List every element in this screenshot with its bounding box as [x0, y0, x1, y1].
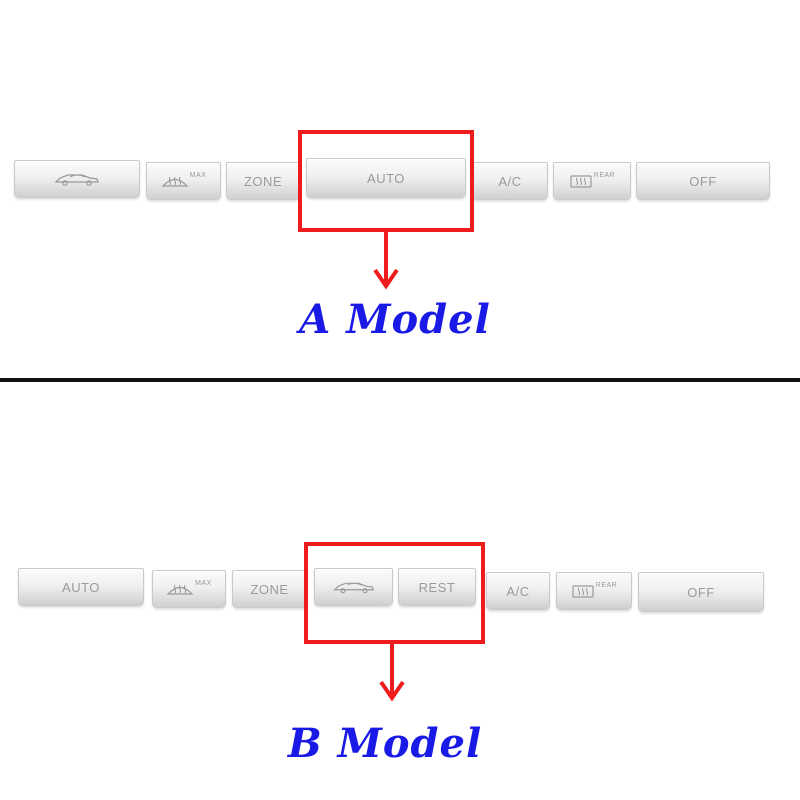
rear-label: REAR — [595, 582, 618, 589]
model-a-label: A Model — [299, 296, 491, 343]
max-label: MAX — [189, 172, 207, 179]
off-label: OFF — [687, 584, 715, 600]
zone-label: ZONE — [243, 173, 283, 189]
model-a-panel: MAX ZONE AUTO A/C REAR OFF — [0, 0, 800, 378]
highlight-box — [304, 542, 485, 644]
car-recirculation-button[interactable] — [314, 568, 393, 606]
zone-label: ZONE — [250, 581, 289, 597]
rear-defrost-icon — [569, 173, 593, 189]
down-arrow-icon — [373, 230, 399, 290]
rest-button[interactable]: REST — [398, 568, 476, 606]
ac-button[interactable]: A/C — [486, 572, 550, 610]
rest-label: REST — [418, 579, 456, 595]
car-icon — [331, 579, 377, 595]
windshield-defrost-icon — [166, 581, 194, 597]
zone-button[interactable]: ZONE — [226, 162, 300, 200]
auto-button[interactable]: AUTO — [18, 568, 144, 606]
windshield-defrost-max-button[interactable]: MAX — [146, 162, 221, 200]
windshield-defrost-icon — [161, 173, 189, 189]
highlight-box — [298, 130, 474, 232]
car-recirculation-button[interactable] — [14, 160, 140, 198]
ac-label: A/C — [506, 583, 530, 599]
off-label: OFF — [689, 173, 717, 189]
rear-defrost-button[interactable]: REAR — [553, 162, 631, 200]
rear-defrost-icon — [571, 583, 595, 599]
auto-label: AUTO — [62, 579, 100, 595]
rear-label: REAR — [593, 172, 616, 179]
max-label: MAX — [195, 580, 212, 587]
off-button[interactable]: OFF — [638, 572, 764, 612]
auto-button[interactable]: AUTO — [306, 158, 466, 198]
ac-button[interactable]: A/C — [472, 162, 548, 200]
off-button[interactable]: OFF — [636, 162, 770, 200]
auto-label: AUTO — [367, 170, 405, 186]
section-divider — [0, 378, 800, 382]
zone-button[interactable]: ZONE — [232, 570, 307, 608]
model-b-panel: AUTO MAX ZONE — [0, 382, 800, 800]
ac-label: A/C — [498, 173, 522, 189]
rear-defrost-button[interactable]: REAR — [556, 572, 632, 610]
model-b-label: B Model — [287, 720, 483, 767]
down-arrow-icon — [379, 640, 405, 702]
car-icon — [52, 171, 102, 187]
windshield-defrost-max-button[interactable]: MAX — [152, 570, 226, 608]
